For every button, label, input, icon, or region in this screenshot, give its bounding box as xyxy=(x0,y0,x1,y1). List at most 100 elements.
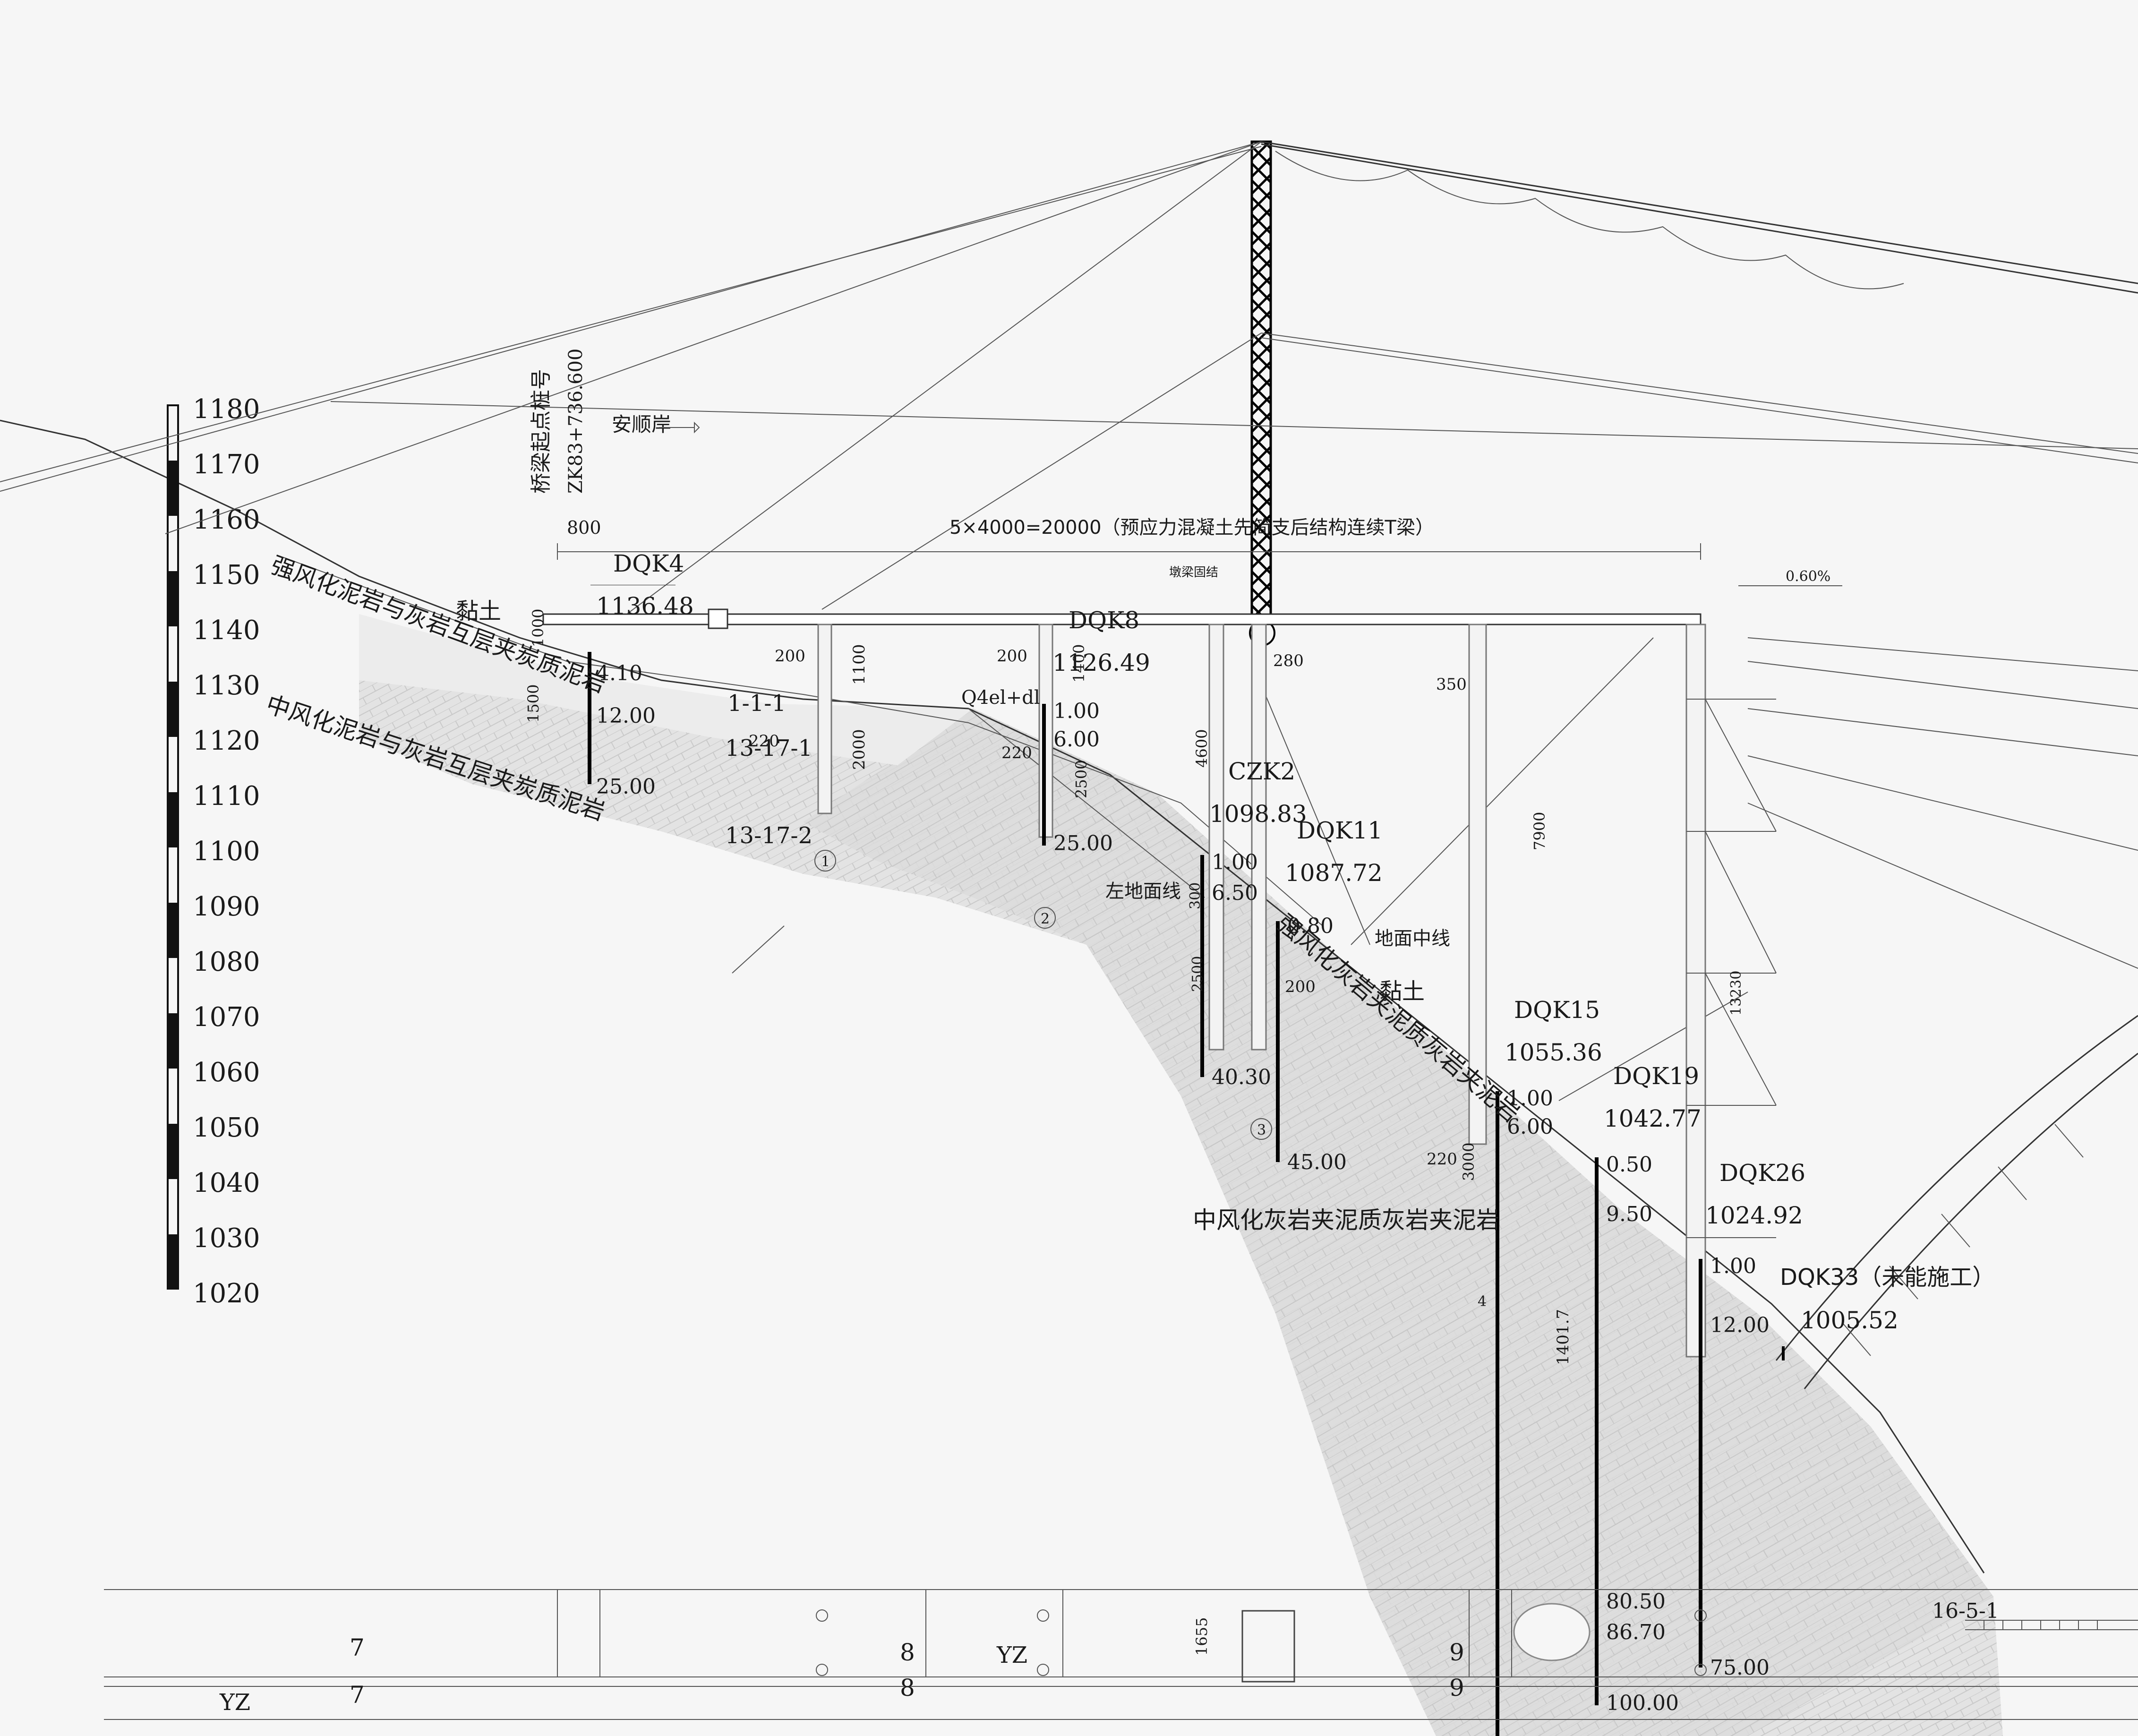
scale-label: 1170 xyxy=(193,449,260,480)
section-16-5-1: 16-5-1 xyxy=(1932,1599,1999,1623)
scale-label: 1120 xyxy=(193,726,260,756)
borehole-depth: 86.70 xyxy=(1606,1620,1666,1644)
dim: 200 xyxy=(1285,977,1316,996)
scale-label: 1050 xyxy=(193,1112,260,1143)
layer-mid-limestone-label: 中风化灰岩夹泥质灰岩夹泥岩 xyxy=(1193,1206,1500,1234)
borehole-elev: 1024.92 xyxy=(1705,1202,1803,1229)
borehole-depth: 1.00 xyxy=(1507,1086,1553,1111)
borehole-depth: 25.00 xyxy=(1053,831,1113,855)
dim: 1000 xyxy=(529,609,547,647)
borehole-depth: 12.00 xyxy=(596,704,656,728)
dim: 2500 xyxy=(1072,760,1090,798)
dim: 300 xyxy=(1187,882,1204,909)
span-left: 800 xyxy=(567,517,601,538)
borehole-depth: 1.00 xyxy=(1710,1254,1756,1278)
borehole-depth: 1.00 xyxy=(1212,850,1258,874)
borehole-depth: 9.50 xyxy=(1606,1202,1652,1226)
boreholes xyxy=(588,652,1785,1736)
scale-label: 1150 xyxy=(193,560,260,590)
pier-number: 9 xyxy=(1449,1639,1464,1666)
scale-label: 1100 xyxy=(193,836,260,867)
borehole-depth: 0.50 xyxy=(1606,1153,1652,1177)
dim: 2000 xyxy=(850,729,869,770)
dim: 1400 xyxy=(1070,644,1088,683)
borehole-name: CZK2 xyxy=(1228,758,1295,785)
pier-5 xyxy=(1685,624,1706,1358)
borehole-depth: 0.80 xyxy=(1287,914,1334,938)
dim: 3000 xyxy=(1460,1143,1478,1181)
clay-left-label: 黏土 xyxy=(456,598,501,624)
borehole-depth: 6.00 xyxy=(1507,1115,1553,1139)
dim: 1655 xyxy=(1193,1617,1211,1656)
borehole-depth: 40.30 xyxy=(1212,1065,1271,1089)
cavity xyxy=(1513,1603,1591,1661)
clay-right-label: 黏土 xyxy=(1379,978,1425,1005)
scale-label: 1040 xyxy=(193,1168,260,1198)
pier-3 xyxy=(1208,624,1224,1051)
elevation-scale: 1180 1170 1160 1150 1140 1130 1120 1110 … xyxy=(167,394,260,1309)
borehole-name: DQK33（未能施工） xyxy=(1780,1264,1995,1291)
scale-label: 1020 xyxy=(193,1278,260,1309)
dim: 13230 xyxy=(1728,971,1745,1016)
scale-label: 1090 xyxy=(193,891,260,922)
pier-4 xyxy=(1468,624,1487,1145)
borehole-depth: 25.00 xyxy=(596,775,656,799)
q4-label: Q4el+dl xyxy=(961,687,1040,709)
scale-label: 1080 xyxy=(193,947,260,977)
pier-3b xyxy=(1251,624,1267,1051)
scale-label: 1140 xyxy=(193,615,260,646)
scale-label: 1130 xyxy=(193,670,260,701)
borehole-depth: 45.00 xyxy=(1287,1150,1347,1174)
borehole-labels: DQK4 1136.48 4.10 12.00 25.00 DQK8 1126.… xyxy=(590,550,1995,1715)
dim: 4600 xyxy=(1193,729,1211,768)
station-title: 桥梁起点桩号 xyxy=(529,369,553,494)
pier-note: 墩梁固结 xyxy=(1169,565,1218,580)
region-number: 2 xyxy=(1041,911,1050,927)
section-13-17-2: 13-17-2 xyxy=(725,822,812,849)
borehole-name: DQK15 xyxy=(1514,996,1600,1024)
dim: 1100 xyxy=(850,644,869,685)
borehole-elev: 1126.49 xyxy=(1052,649,1150,676)
dim: 220 xyxy=(1427,1150,1457,1169)
bridge-structure xyxy=(542,543,1842,1358)
section-13-17-1: 13-17-1 xyxy=(725,735,812,761)
region-number: 3 xyxy=(1257,1122,1266,1138)
dim: 1401.7 xyxy=(1554,1309,1573,1365)
borehole-depth: 80.50 xyxy=(1606,1590,1666,1614)
yz-left: YZ xyxy=(219,1689,250,1716)
borehole-depth: 6.00 xyxy=(1053,727,1100,752)
borehole-depth: 75.00 xyxy=(1710,1656,1770,1680)
station-value: ZK83+736.600 xyxy=(565,349,587,494)
borehole-elev: 1055.36 xyxy=(1505,1039,1602,1066)
dim: 280 xyxy=(1273,651,1304,670)
limestone-fill xyxy=(803,709,1993,1736)
borehole-depth: 4.10 xyxy=(596,661,642,685)
scale-label: 1070 xyxy=(193,1002,260,1033)
plan-strip xyxy=(104,1589,2138,1720)
scale-label: 1110 xyxy=(193,781,260,812)
borehole-depth: 6.50 xyxy=(1212,881,1258,905)
scale-label: 1030 xyxy=(193,1223,260,1254)
borehole-depth: 100.00 xyxy=(1606,1691,1679,1715)
scale-label: 1180 xyxy=(193,394,260,425)
borehole-elev: 1042.77 xyxy=(1604,1105,1702,1132)
cable-crane xyxy=(0,140,2138,1389)
borehole-elev: 1087.72 xyxy=(1285,859,1383,887)
center-ground-label: 地面中线 xyxy=(1375,928,1450,949)
dim: 200 xyxy=(775,647,805,666)
borehole-name: DQK11 xyxy=(1297,817,1383,844)
scale-label: 1060 xyxy=(193,1057,260,1088)
section-1-1-1: 1-1-1 xyxy=(727,690,786,717)
left-ground-label: 左地面线 xyxy=(1105,881,1181,902)
borehole-elev: 1098.83 xyxy=(1209,800,1307,828)
pier-number: 7 xyxy=(350,1634,365,1661)
pier-number: 8 xyxy=(900,1639,915,1666)
pier-1 xyxy=(817,624,832,814)
borehole-elev: 1136.48 xyxy=(596,592,694,620)
bridge-deck xyxy=(542,613,1702,625)
region-number: 4 xyxy=(1478,1293,1487,1310)
dim: 220 xyxy=(749,732,779,751)
borehole-elev: 1005.52 xyxy=(1801,1307,1899,1334)
slope-label: 0.60% xyxy=(1786,568,1830,585)
